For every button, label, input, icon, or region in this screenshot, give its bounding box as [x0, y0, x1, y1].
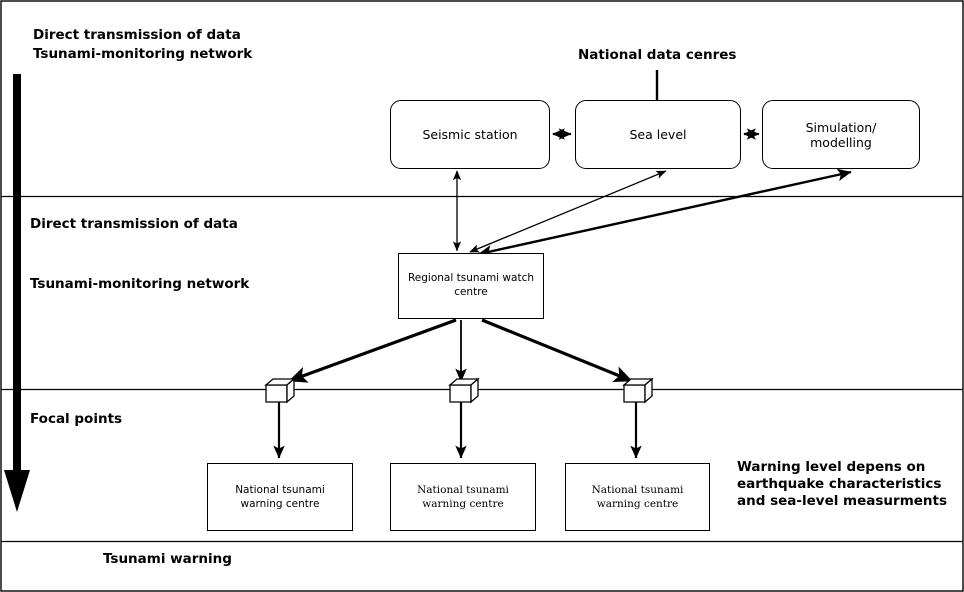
band-label-focal-points: Focal points [30, 411, 123, 427]
arrow-regional-centre-to-focal-point-1 [288, 318, 457, 383]
node-simulation-modelling-label-line2: modelling [810, 134, 872, 150]
node-sea-level-label: Sea level [629, 127, 687, 142]
arrow-regional-centre-to-simulation [478, 168, 852, 258]
down-arrow-icon [4, 74, 30, 512]
cube-icon-focal-point-2 [448, 377, 480, 404]
node-sea-level[interactable]: Sea level [575, 100, 741, 169]
node-national-centre-1-label-line2: warning centre [240, 498, 320, 510]
band-label-tsunami-warning: Tsunami warning [103, 551, 232, 567]
node-seismic-station[interactable]: Seismic station [390, 100, 550, 169]
node-national-centre-1-label-line1: National tsunami [235, 483, 325, 496]
node-regional-watch-centre-label-line2: centre [454, 286, 488, 298]
callout-national-data-centres: National data cenres [578, 47, 737, 63]
band-label-top-line2: Tsunami-monitoring network [33, 46, 253, 62]
node-national-centre-3-label-line2: warning centre [596, 498, 679, 510]
arrow-regional-centre-to-focal-point-3 [481, 318, 633, 383]
node-national-centre-3-label-line1: National tsunami [591, 483, 684, 496]
node-national-tsunami-warning-centre-3[interactable]: National tsunami warning centre [565, 463, 710, 531]
node-regional-tsunami-watch-centre[interactable]: Regional tsunami watch centre [398, 253, 544, 319]
band-label-middle-line1: Direct transmission of data [30, 216, 238, 232]
node-national-tsunami-warning-centre-2[interactable]: National tsunami warning centre [390, 463, 536, 531]
node-regional-watch-centre-label-line1: Regional tsunami watch [407, 272, 534, 285]
node-national-centre-2-label-line2: warning centre [422, 498, 504, 510]
arrow-regional-centre-to-sealevel [469, 170, 667, 253]
node-simulation-modelling-label-line1: Simulation/ [805, 119, 877, 135]
node-national-tsunami-warning-centre-1[interactable]: National tsunami warning centre [207, 463, 353, 531]
callout-warning-level-line3: and sea-level measurments [737, 493, 948, 509]
band-label-top-line1: Direct transmission of data [33, 27, 241, 43]
callout-warning-level-line1: Warning level depens on [737, 459, 926, 475]
node-national-centre-2-label-line1: National tsunami [417, 483, 509, 496]
callout-warning-level-line2: earthquake characteristics [737, 476, 942, 492]
node-seismic-station-label: Seismic station [422, 127, 518, 142]
node-simulation-modelling[interactable]: Simulation/ modelling [762, 100, 920, 169]
cube-icon-focal-point-3 [622, 377, 654, 404]
band-label-middle-line2: Tsunami-monitoring network [30, 276, 250, 292]
cube-icon-focal-point-1 [264, 377, 296, 404]
